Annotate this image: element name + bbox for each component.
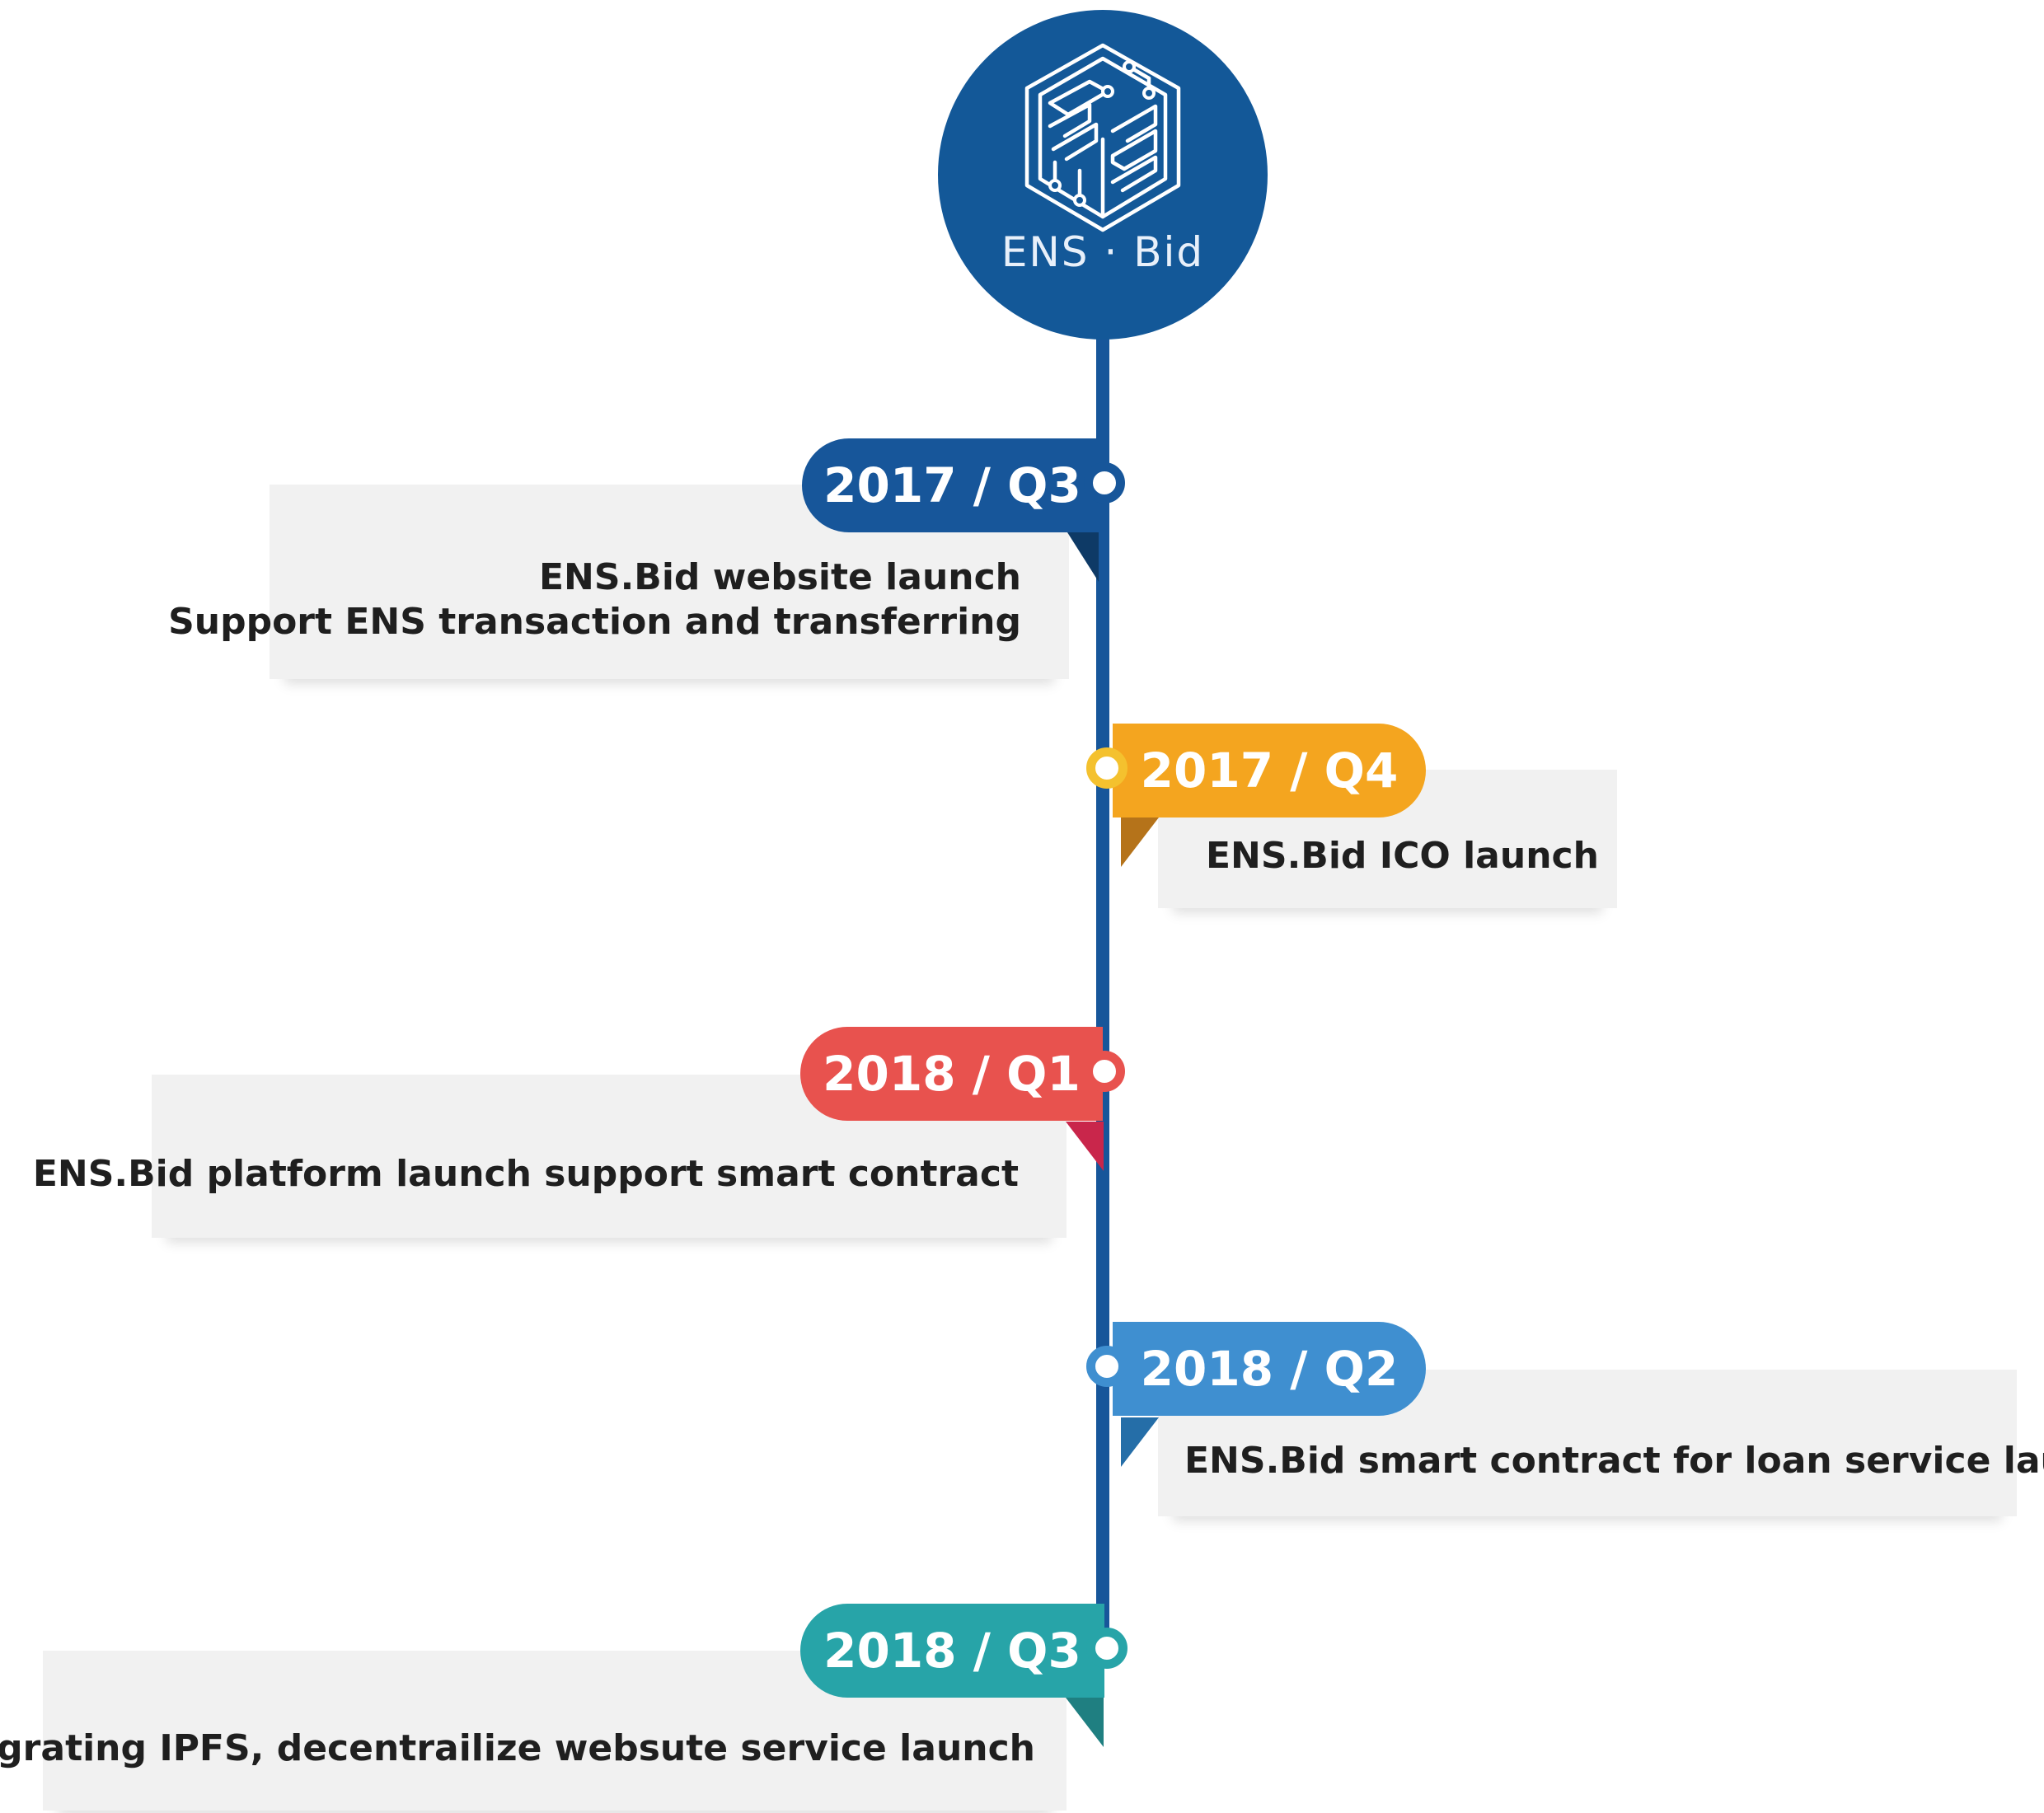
period-label: 2018 / Q2 — [1140, 1341, 1399, 1397]
card-fold — [1066, 1122, 1104, 1171]
period-label: 2018 / Q3 — [823, 1623, 1081, 1679]
period-pill-2018-q2: 2018 / Q2 — [1113, 1322, 1426, 1416]
period-pill-2017-q4: 2017 / Q4 — [1113, 724, 1426, 817]
milestone-description: Intergrating IPFS, decentrailize websute… — [0, 1726, 1035, 1771]
logo: ENS · Bid — [938, 10, 1268, 340]
card-fold — [1067, 532, 1099, 582]
logo-text: ENS · Bid — [1001, 228, 1205, 276]
milestone-description: ENS.Bid website launch Support ENS trans… — [168, 555, 1021, 644]
milestone-line: ENS.Bid website launch — [539, 556, 1021, 598]
timeline-node — [1084, 462, 1125, 504]
card-fold — [1121, 1417, 1159, 1467]
milestone-line: ENS.Bid platform launch support smart co… — [32, 1153, 1019, 1195]
period-label: 2017 / Q4 — [1140, 743, 1399, 799]
milestone-line: Intergrating IPFS, decentrailize websute… — [0, 1727, 1035, 1769]
milestone-line: ENS.Bid ICO launch — [1206, 835, 1599, 877]
period-label: 2018 / Q1 — [823, 1046, 1081, 1102]
card-fold — [1066, 1698, 1104, 1747]
timeline-node — [1084, 1051, 1125, 1092]
milestone-card-2018-q1: ENS.Bid platform launch support smart co… — [33, 1075, 1067, 1238]
period-pill-2017-q3: 2017 / Q3 — [802, 438, 1103, 532]
timeline-node — [1086, 1628, 1127, 1669]
milestone-description: ENS.Bid platform launch support smart co… — [33, 1152, 1019, 1197]
period-label: 2017 / Q3 — [823, 457, 1081, 513]
ens-bid-logo-icon — [1024, 43, 1181, 232]
milestone-description: ENS.Bid ICO launch — [1206, 834, 1599, 878]
period-pill-2018-q3: 2018 / Q3 — [800, 1604, 1104, 1698]
timeline-node — [1086, 747, 1127, 789]
period-pill-2018-q1: 2018 / Q1 — [800, 1027, 1103, 1121]
timeline-node — [1086, 1346, 1127, 1387]
card-fold — [1121, 817, 1159, 867]
milestone-description: ENS.Bid smart contract for loan service … — [1184, 1439, 2044, 1483]
milestone-line: Support ENS transaction and transferring — [168, 601, 1021, 643]
milestone-card-2017-q3: ENS.Bid website launch Support ENS trans… — [168, 485, 1069, 679]
timeline-line — [1096, 288, 1109, 1632]
milestone-line: ENS.Bid smart contract for loan service … — [1184, 1440, 2044, 1482]
